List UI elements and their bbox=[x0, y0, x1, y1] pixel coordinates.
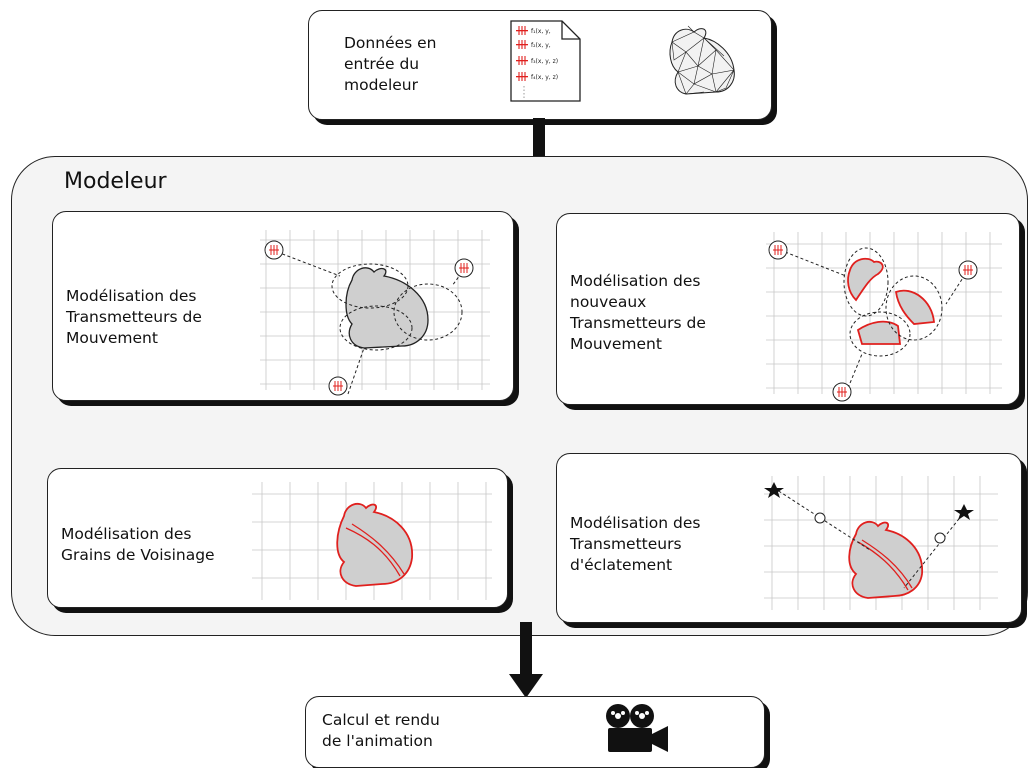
file-line-3: f₃(x, y, z) bbox=[531, 58, 558, 65]
movie-camera-icon bbox=[606, 704, 668, 752]
output-label: Calcul et rendu de l'animation bbox=[322, 711, 440, 750]
panel-new-motion bbox=[556, 213, 1020, 405]
file-line-4: f₄(x, y, z) bbox=[531, 74, 558, 81]
modeleur-title: Modeleur bbox=[64, 169, 167, 194]
panel-burst-label: Modélisation des Transmetteurs d'éclatem… bbox=[570, 514, 701, 574]
bunny-mesh-icon bbox=[669, 25, 735, 95]
file-line-2: f₂(x, y, bbox=[531, 42, 551, 49]
panel-grains bbox=[47, 468, 508, 608]
panel-grains-label: Modélisation des Grains de Voisinage bbox=[61, 525, 215, 564]
motion-transmitters-illustration bbox=[260, 230, 490, 396]
burst-illustration bbox=[764, 476, 998, 610]
document-icon: f₁(x, y, f₂(x, y, f₃(x, y, z) f₄(x, y, z… bbox=[510, 20, 581, 102]
output-box bbox=[305, 696, 765, 768]
arrow-down-icon bbox=[509, 622, 543, 698]
grains-illustration bbox=[252, 482, 492, 600]
panel-new-motion-label: Modélisation des nouveaux Transmetteurs … bbox=[570, 272, 706, 353]
input-label: Données en entrée du modeleur bbox=[344, 34, 437, 94]
panel-motion bbox=[52, 211, 514, 401]
new-motion-transmitters-illustration bbox=[766, 232, 1002, 402]
panel-motion-label: Modélisation des Transmetteurs de Mouvem… bbox=[66, 287, 202, 347]
file-line-1: f₁(x, y, bbox=[531, 28, 551, 35]
